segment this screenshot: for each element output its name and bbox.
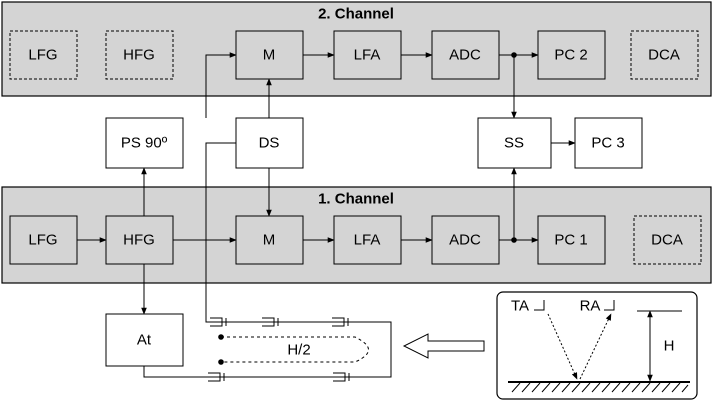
ch2-hfg-block	[105, 30, 174, 80]
ch1-lfa-block	[333, 215, 402, 265]
ch1-dca-block	[633, 215, 702, 265]
ch1-pc1-label: PC 1	[554, 232, 587, 249]
ground-hatching	[511, 382, 689, 393]
channel-2-title: 2. Channel	[318, 6, 394, 23]
inset-panel	[496, 291, 698, 400]
ss-block	[477, 117, 552, 169]
ta-pulse-icon	[534, 300, 545, 311]
ch2-lfg-block	[9, 30, 78, 80]
delay-line-loop	[143, 142, 392, 378]
ch2-lfa-block	[333, 30, 402, 80]
ch2-m-block	[235, 30, 304, 80]
ch1-lfg-block	[9, 215, 78, 265]
inset-ra-label: RA	[580, 298, 601, 315]
delay-dot-top	[218, 334, 224, 340]
ch2-lfg-label: LFG	[28, 47, 57, 64]
delay-dot-bottom	[218, 359, 224, 365]
ps90-label: PS 90º	[121, 135, 168, 152]
delay-line-connectors	[208, 317, 350, 382]
reflect-ray	[579, 313, 612, 380]
delay-label: H/2	[287, 342, 310, 359]
ch2-lfa-label: LFA	[354, 47, 381, 64]
ch2-pc2-label: PC 2	[554, 47, 587, 64]
ch2-pc2-block	[537, 30, 606, 80]
ch1-lfa-label: LFA	[354, 232, 381, 249]
ch2-dca-label: DCA	[648, 47, 680, 64]
ps90-block	[105, 117, 184, 169]
pc3-block	[574, 117, 643, 169]
pc3-label: PC 3	[591, 135, 624, 152]
ss-label: SS	[504, 135, 524, 152]
ch1-adc-label: ADC	[449, 232, 481, 249]
inset-ta-label: TA	[511, 298, 529, 315]
inset-h-label: H	[664, 338, 675, 355]
hollow-arrow	[402, 333, 485, 359]
ch1-pc1-block	[537, 215, 606, 265]
ch1-lfg-label: LFG	[28, 232, 57, 249]
ra-pulse-icon	[604, 300, 615, 311]
ch2-hfg-label: HFG	[123, 47, 155, 64]
ch1-dca-label: DCA	[651, 232, 683, 249]
ch2-dca-block	[630, 30, 699, 80]
ch2-m-label: M	[263, 47, 276, 64]
ds-block	[235, 117, 304, 169]
arrow-ps90-to-ch2-m	[205, 52, 237, 118]
ch1-m-label: M	[263, 232, 276, 249]
ch2-adc-block	[431, 30, 500, 80]
ch1-hfg-label: HFG	[123, 232, 155, 249]
delay-path-dotted	[221, 336, 369, 363]
at-block	[105, 313, 184, 367]
at-label: At	[137, 332, 152, 349]
ds-label: DS	[259, 135, 280, 152]
ch1-m-block	[235, 215, 304, 265]
ch2-adc-label: ADC	[449, 47, 481, 64]
channel-1-title: 1. Channel	[318, 191, 394, 208]
